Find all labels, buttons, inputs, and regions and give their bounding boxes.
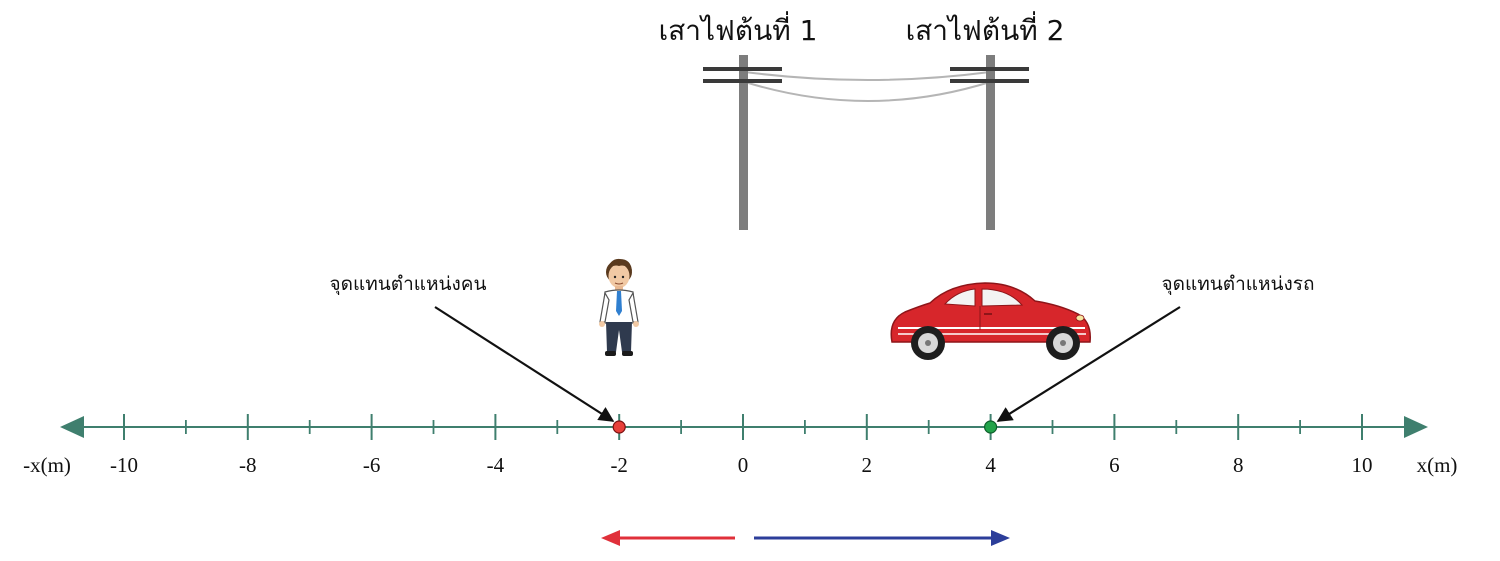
tick-label: 0 [738, 453, 749, 477]
negative-direction-arrowhead [601, 530, 620, 546]
tick-label: -2 [610, 453, 628, 477]
power-wire-lower [744, 81, 991, 102]
number-line: -10 -8 -6 -4 -2 0 2 4 6 8 10 -x(m) x(m) [23, 414, 1457, 477]
pole-2-post [986, 55, 995, 230]
number-line-tick-labels: -10 -8 -6 -4 -2 0 2 4 6 8 10 [110, 453, 1373, 477]
pole-2-crossarm-top [950, 67, 1029, 71]
pole-1-label: เสาไฟต้นที่ 1 [659, 11, 818, 47]
pole-2-label: เสาไฟต้นที่ 2 [906, 11, 1065, 47]
pole-1 [703, 55, 782, 230]
tick-label: -6 [363, 453, 381, 477]
number-line-ticks [123, 414, 1363, 440]
tick-label: -4 [487, 453, 505, 477]
person-illustration [599, 258, 639, 356]
person-marker-label: จุดแทนตำแหน่งคน [330, 273, 487, 296]
number-line-right-arrowhead [1404, 416, 1428, 438]
tick-label: 8 [1233, 453, 1244, 477]
positive-direction-arrowhead [991, 530, 1010, 546]
direction-arrows [601, 530, 1010, 546]
power-poles: เสาไฟต้นที่ 1 เสาไฟต้นที่ 2 [659, 11, 1065, 230]
pole-2-crossarm-bottom [950, 79, 1029, 83]
tick-label: 4 [985, 453, 996, 477]
power-wire-upper [744, 71, 991, 81]
tick-label: 2 [862, 453, 873, 477]
pole-2 [950, 55, 1029, 230]
car-pointer-arrow [996, 306, 1181, 422]
car-illustration [890, 282, 1091, 360]
pole-1-crossarm-top [703, 67, 782, 71]
tick-label: 10 [1352, 453, 1373, 477]
negative-axis-label: -x(m) [23, 453, 71, 477]
car-position-dot [983, 420, 998, 434]
positive-axis-label: x(m) [1417, 453, 1458, 477]
number-line-left-arrowhead [60, 416, 84, 438]
pole-1-crossarm-bottom [703, 79, 782, 83]
car-marker-label: จุดแทนตำแหน่งรถ [1162, 273, 1315, 296]
tick-label: 6 [1109, 453, 1120, 477]
tick-label: -10 [110, 453, 138, 477]
pole-1-post [739, 55, 748, 230]
tick-label: -8 [239, 453, 257, 477]
person-position-dot [612, 420, 626, 434]
person-pointer-arrow [434, 306, 615, 422]
